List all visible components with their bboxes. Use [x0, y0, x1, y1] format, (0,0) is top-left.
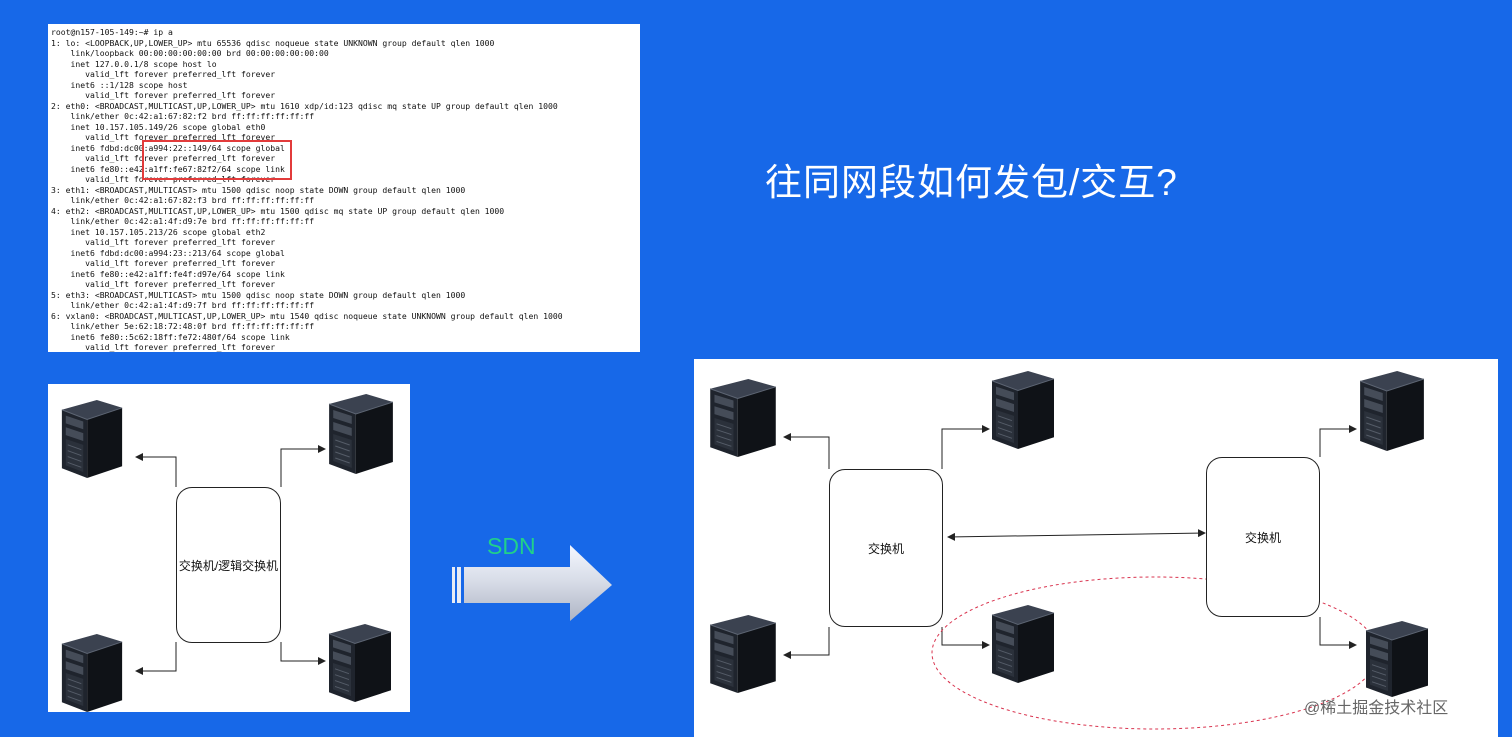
server-tower-icon: [706, 379, 780, 462]
terminal-line: inet6 fdbd:dc00:a994:22::149/64 scope gl…: [70, 142, 285, 153]
terminal-line: 4: eth2: <BROADCAST,MULTICAST,UP,LOWER_U…: [51, 205, 505, 216]
logical-switch-label: 交换机/逻辑交换机: [178, 558, 279, 573]
terminal-line: inet6 fe80::e42:a1ff:fe67:82f2/64 scope …: [70, 163, 285, 174]
terminal-line: valid_lft forever preferred_lft forever: [85, 153, 276, 163]
terminal-line: inet 10.157.105.149/26 scope global eth0: [70, 121, 266, 132]
connector-line: [280, 445, 326, 487]
terminal-line: 2: eth0: <BROADCAST,MULTICAST,UP,LOWER_U…: [51, 100, 558, 111]
terminal-line: inet 10.157.105.213/26 scope global eth2: [70, 226, 266, 237]
terminal-line: link/ether 0c:42:a1:4f:d9:7f brd ff:ff:f…: [70, 300, 315, 310]
right-diagram-panel: 交换机 交换机: [694, 359, 1498, 737]
terminal-line: valid_lft forever preferred_lft forever: [85, 90, 276, 100]
connector-line: [135, 642, 177, 675]
terminal-output: root@n157-105-149:~# ip a 1: lo: <LOOPBA…: [48, 24, 640, 352]
terminal-line: link/ether 0c:42:a1:67:82:f2 brd ff:ff:f…: [70, 111, 315, 121]
switch-b-label: 交换机: [1244, 530, 1281, 545]
terminal-line: valid_lft forever preferred_lft forever: [85, 258, 276, 268]
server-tower-icon: [988, 605, 1058, 688]
right-arrow-icon: [452, 545, 612, 621]
terminal-line: inet 127.0.0.1/8 scope host lo: [70, 58, 217, 69]
connector-line: [941, 627, 990, 649]
connector-line: [1319, 617, 1357, 649]
connector-line: [1319, 425, 1357, 457]
terminal-line: inet6 fe80::5c62:18ff:fe72:480f/64 scope…: [70, 331, 290, 342]
left-connectors: [135, 445, 326, 675]
switch-box-a: 交换机: [829, 469, 943, 627]
terminal-line: valid_lft forever preferred_lft forever: [85, 342, 276, 352]
connector-line: [783, 433, 830, 469]
terminal-line: inet6 fdbd:dc00:a994:23::213/64 scope gl…: [70, 247, 285, 258]
terminal-line: root@n157-105-149:~# ip a: [51, 27, 173, 37]
server-tower-icon: [988, 371, 1058, 454]
site-watermark: @稀土掘金技术社区: [1304, 700, 1449, 717]
ip-address-highlight-box: [142, 140, 292, 180]
connector-line: [783, 627, 830, 659]
terminal-line: 6: vxlan0: <BROADCAST,MULTICAST,UP,LOWER…: [51, 310, 563, 321]
server-tower-icon: [325, 394, 397, 479]
server-tower-icon: [1356, 371, 1428, 456]
terminal-line: valid_lft forever preferred_lft forever: [85, 279, 276, 289]
terminal-text: root@n157-105-149:~# ip a 1: lo: <LOOPBA…: [48, 24, 640, 352]
server-tower-icon: [58, 400, 126, 483]
connector-line: [135, 453, 177, 487]
server-tower-icon: [1362, 621, 1432, 702]
server-tower-icon: [325, 624, 395, 707]
logical-switch-box: 交换机/逻辑交换机: [176, 487, 281, 643]
switch-box-b: 交换机: [1206, 457, 1320, 617]
question-headline: 往同网段如何发包/交互?: [765, 162, 1178, 203]
terminal-line: 5: eth3: <BROADCAST,MULTICAST> mtu 1500 …: [51, 289, 466, 300]
terminal-line: valid_lft forever preferred_lft forever: [85, 69, 276, 79]
connector-line: [941, 425, 990, 469]
terminal-line: link/ether 5e:62:18:72:48:0f brd ff:ff:f…: [70, 321, 315, 331]
connector-line: [280, 642, 326, 665]
sdn-label: SDN: [487, 533, 536, 559]
inter-switch-link: [947, 529, 1206, 541]
terminal-line: valid_lft forever preferred_lft forever: [85, 237, 276, 247]
terminal-line: 1: lo: <LOOPBACK,UP,LOWER_UP> mtu 65536 …: [51, 37, 495, 48]
terminal-line: inet6 fe80::e42:a1ff:fe4f:d97e/64 scope …: [70, 268, 285, 279]
terminal-line: valid_lft forever preferred_lft forever: [85, 132, 276, 142]
server-tower-icon: [706, 615, 780, 698]
left-diagram-panel: 交换机/逻辑交换机: [48, 384, 410, 712]
terminal-line: link/ether 0c:42:a1:67:82:f3 brd ff:ff:f…: [70, 195, 315, 205]
terminal-line: link/ether 0c:42:a1:4f:d9:7e brd ff:ff:f…: [70, 216, 315, 226]
terminal-line: inet6 ::1/128 scope host: [70, 79, 188, 90]
switch-a-label: 交换机: [867, 541, 904, 556]
terminal-line: 3: eth1: <BROADCAST,MULTICAST> mtu 1500 …: [51, 184, 466, 195]
terminal-line: link/loopback 00:00:00:00:00:00 brd 00:0…: [70, 48, 329, 58]
server-tower-icon: [58, 634, 126, 712]
